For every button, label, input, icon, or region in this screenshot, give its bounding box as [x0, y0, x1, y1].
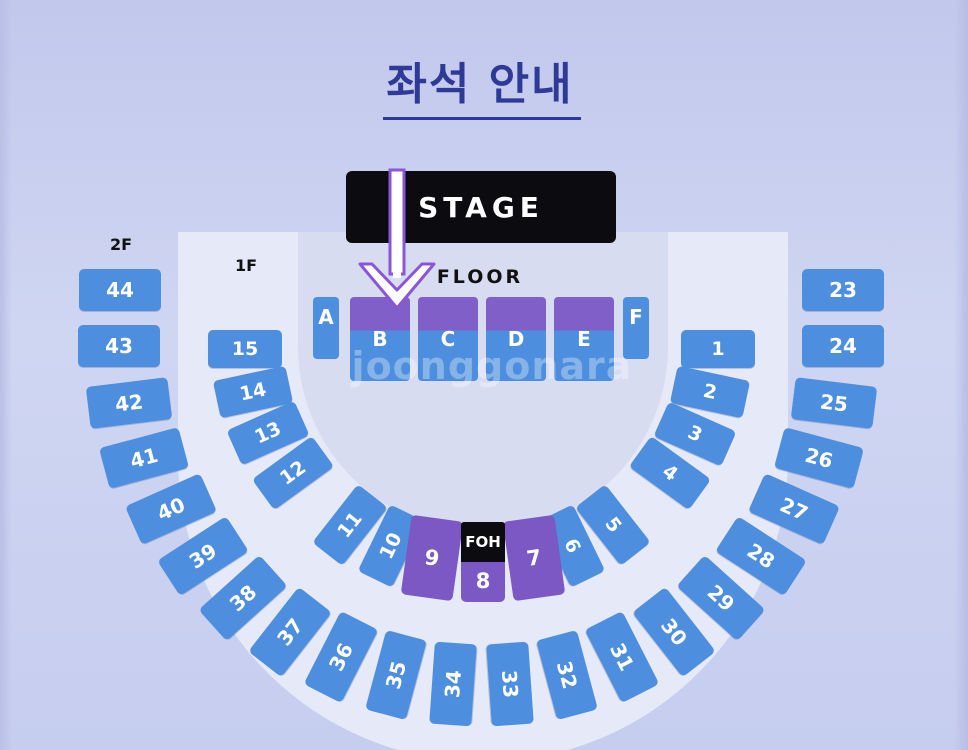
section-43[interactable]: 43: [78, 325, 160, 367]
section-42[interactable]: 42: [85, 377, 173, 429]
section-24[interactable]: 24: [802, 325, 884, 367]
floor-block-e[interactable]: E: [554, 297, 614, 381]
floor-area: [298, 232, 668, 532]
foh-booth: FOH: [461, 522, 505, 562]
floor-block-b[interactable]: B: [350, 297, 410, 381]
section-44[interactable]: 44: [79, 269, 161, 311]
section-1[interactable]: 1: [681, 330, 755, 368]
floor-label: FLOOR: [436, 266, 524, 288]
section-23[interactable]: 23: [802, 269, 884, 311]
title-underline: [383, 117, 581, 120]
level-label-1f: 1F: [235, 256, 258, 275]
section-9[interactable]: 9: [400, 514, 464, 602]
level-label-2f: 2F: [110, 235, 133, 254]
floor-block-c[interactable]: C: [418, 297, 478, 381]
section-34[interactable]: 34: [429, 641, 477, 727]
section-41[interactable]: 41: [98, 427, 190, 489]
section-33[interactable]: 33: [486, 641, 534, 727]
floor-block-a[interactable]: A: [313, 297, 339, 359]
watermark: joonggonara: [351, 344, 633, 388]
section-8[interactable]: 8: [461, 560, 505, 602]
section-15[interactable]: 15: [208, 330, 282, 368]
section-7[interactable]: 7: [502, 514, 566, 602]
page-title: 좌석 안내: [386, 59, 574, 110]
section-25[interactable]: 25: [790, 377, 878, 429]
down-arrow-icon: [358, 168, 436, 310]
floor-block-f[interactable]: F: [623, 297, 649, 359]
floor-block-d[interactable]: D: [486, 297, 546, 381]
section-26[interactable]: 26: [773, 427, 865, 489]
